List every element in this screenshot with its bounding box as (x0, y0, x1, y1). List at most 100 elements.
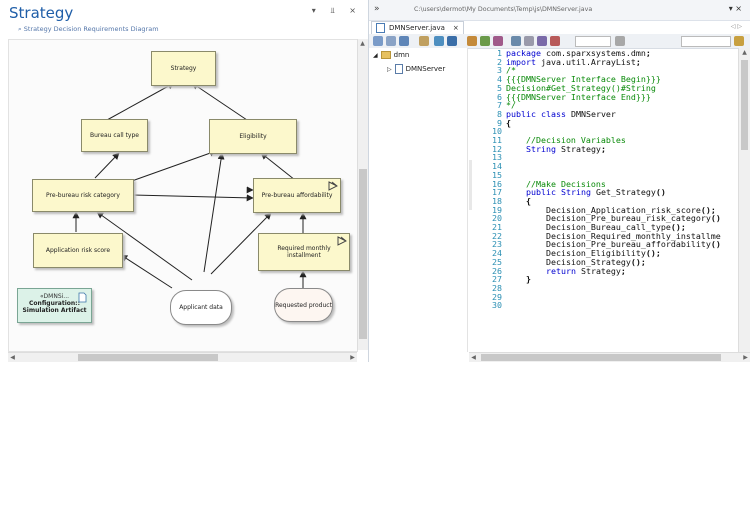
code-line[interactable]: 27 } (479, 275, 531, 284)
line-number: 27 (492, 274, 502, 285)
toolbar-build-icon[interactable] (550, 36, 560, 46)
code-line[interactable]: 17 public String Get_Strategy() (479, 188, 666, 197)
diagram-horizontal-scrollbar[interactable]: ◀ ▶ (8, 352, 357, 362)
code-text: Decision_Strategy(); (545, 256, 646, 267)
toolbar-options-icon[interactable] (399, 36, 409, 46)
code-line[interactable]: 9{ (479, 117, 511, 128)
simulation-artifact[interactable]: «DMNSi... Configuration:: Simulation Art… (17, 288, 92, 323)
code-line[interactable]: 16 //Make Decisions (479, 179, 606, 189)
nav-icon[interactable]: » (374, 4, 380, 14)
tab-label: DMNServer.java (389, 24, 445, 32)
toolbar-combo-2[interactable] (681, 36, 731, 47)
toolbar-filter-icon[interactable] (615, 36, 625, 46)
code-line[interactable]: 10 (479, 127, 506, 136)
code-line[interactable]: 11 //Decision Variables (479, 136, 626, 145)
code-line[interactable]: 15 (479, 171, 506, 180)
toolbar-combo-1[interactable] (575, 36, 611, 47)
toolbar-bookmark-icon[interactable] (524, 36, 534, 46)
horizontal-scroll-thumb[interactable] (481, 354, 721, 361)
scroll-up-icon[interactable]: ▲ (742, 49, 747, 56)
tree-item-dmnserver[interactable]: ▷ DMNServer (387, 64, 445, 74)
code-line[interactable]: 23 Decision_Pre_bureau_affordability() (479, 240, 721, 249)
expanded-icon[interactable]: ◢ (373, 51, 378, 59)
toolbar-find-icon[interactable] (480, 36, 490, 46)
edge-applicant-to-prerisk (96, 211, 193, 281)
code-text: import java.util.ArrayList; (506, 56, 641, 67)
scroll-right-icon[interactable]: ▶ (350, 354, 355, 361)
code-line[interactable]: 22 Decision_Required_monthly_installme (479, 231, 721, 241)
document-icon (78, 292, 87, 303)
code-line[interactable]: 12 String Strategy; (479, 144, 606, 154)
line-number: 30 (492, 300, 502, 311)
collapsed-icon[interactable]: ▷ (387, 65, 392, 73)
line-number: 28 (492, 282, 502, 293)
code-line[interactable]: 29 (479, 292, 506, 302)
vertical-scroll-thumb[interactable] (359, 169, 367, 339)
decision-application-risk-score[interactable]: Application risk score (33, 233, 123, 268)
toolbar-search-icon[interactable] (467, 36, 477, 46)
diagram-canvas[interactable]: Strategy Bureau call type Eligibility Pr… (8, 39, 358, 352)
input-applicant-data[interactable]: Applicant data (170, 290, 232, 325)
edge-prerisk-to-eligibility (128, 149, 217, 183)
scroll-left-icon[interactable]: ◀ (10, 354, 15, 361)
code-line[interactable]: 25 Decision_Strategy(); (479, 256, 646, 267)
input-requested-product[interactable]: Requested product (274, 288, 333, 322)
breadcrumb[interactable]: ⌕ Strategy Decision Requirements Diagram (18, 25, 159, 34)
decision-bureau-call-type[interactable]: Bureau call type (81, 119, 148, 152)
diagram-vertical-scrollbar[interactable]: ▲ (357, 39, 368, 350)
tab-dmnserver-java[interactable]: DMNServer.java × (371, 21, 464, 34)
horizontal-scroll-thumb[interactable] (78, 354, 218, 361)
code-line[interactable]: 24 Decision_Eligibility(); (479, 249, 661, 258)
code-text: Decision_Application_risk_score(); (545, 204, 716, 215)
vertical-scroll-thumb[interactable] (741, 60, 748, 150)
toolbar-open-icon[interactable] (434, 36, 444, 46)
code-line[interactable]: 7*/ (479, 101, 516, 110)
splitter-handle[interactable] (469, 160, 472, 210)
toolbar-save-icon[interactable] (447, 36, 457, 46)
code-line[interactable]: 3/* (479, 66, 516, 75)
diagram-panel: Strategy ▾ ⫫ × ⌕ Strategy Decision Requi… (0, 0, 369, 362)
code-line[interactable]: 28 (479, 284, 506, 293)
drill-down-icon (328, 181, 338, 191)
scroll-up-icon[interactable]: ▲ (360, 40, 365, 47)
toolbar-goto-icon[interactable] (511, 36, 521, 46)
scroll-left-icon[interactable]: ◀ (471, 354, 476, 361)
toolbar-edit-icon[interactable] (419, 36, 429, 46)
decision-required-monthly-installment[interactable]: Required monthly installment (258, 233, 350, 271)
code-line[interactable]: 18 { (479, 197, 531, 206)
code-line[interactable]: 30 (479, 301, 506, 310)
decision-pre-bureau-risk-category[interactable]: Pre-bureau risk category (32, 179, 134, 212)
code-line[interactable]: 4{{{DMNServer Interface Begin}}} (479, 75, 661, 84)
panel-controls[interactable]: ▾ ⫫ × (311, 6, 362, 15)
decision-eligibility[interactable]: Eligibility (209, 119, 297, 154)
class-file-icon (394, 64, 403, 74)
window-controls[interactable]: ▾ × (728, 4, 742, 13)
toolbar-settings-icon[interactable] (734, 36, 744, 46)
code-line[interactable]: 20 Decision_Pre_bureau_risk_category() (479, 214, 721, 223)
toolbar-compare-icon[interactable] (537, 36, 547, 46)
toolbar-structure-icon[interactable] (373, 36, 383, 46)
tree-item-dmn[interactable]: ◢ dmn (373, 51, 409, 59)
code-horizontal-scrollbar[interactable]: ◀ ▶ (469, 352, 750, 362)
code-line[interactable]: 21 Decision_Bureau_call_type(); (479, 223, 686, 232)
tab-nav-icons[interactable]: ◁ ▷ (730, 23, 742, 30)
code-text: public String Get_Strategy() (525, 187, 666, 198)
code-line[interactable]: 19 Decision_Application_risk_score(); (479, 204, 716, 215)
code-line[interactable]: 6{{{DMNServer Interface End}}} (479, 92, 651, 102)
close-icon[interactable]: × (452, 24, 459, 32)
toolbar-replace-icon[interactable] (493, 36, 503, 46)
line-number: 9 (497, 117, 502, 128)
decision-pre-bureau-affordability[interactable]: Pre-bureau affordability (253, 178, 341, 213)
decision-strategy[interactable]: Strategy (151, 51, 216, 86)
code-line[interactable]: 26 return Strategy; (479, 266, 626, 276)
toolbar-list-icon[interactable] (386, 36, 396, 46)
code-line[interactable]: 13 (479, 153, 506, 162)
code-line[interactable]: 14 (479, 162, 506, 171)
code-vertical-scrollbar[interactable]: ▲ (738, 48, 750, 352)
scroll-right-icon[interactable]: ▶ (743, 354, 748, 361)
